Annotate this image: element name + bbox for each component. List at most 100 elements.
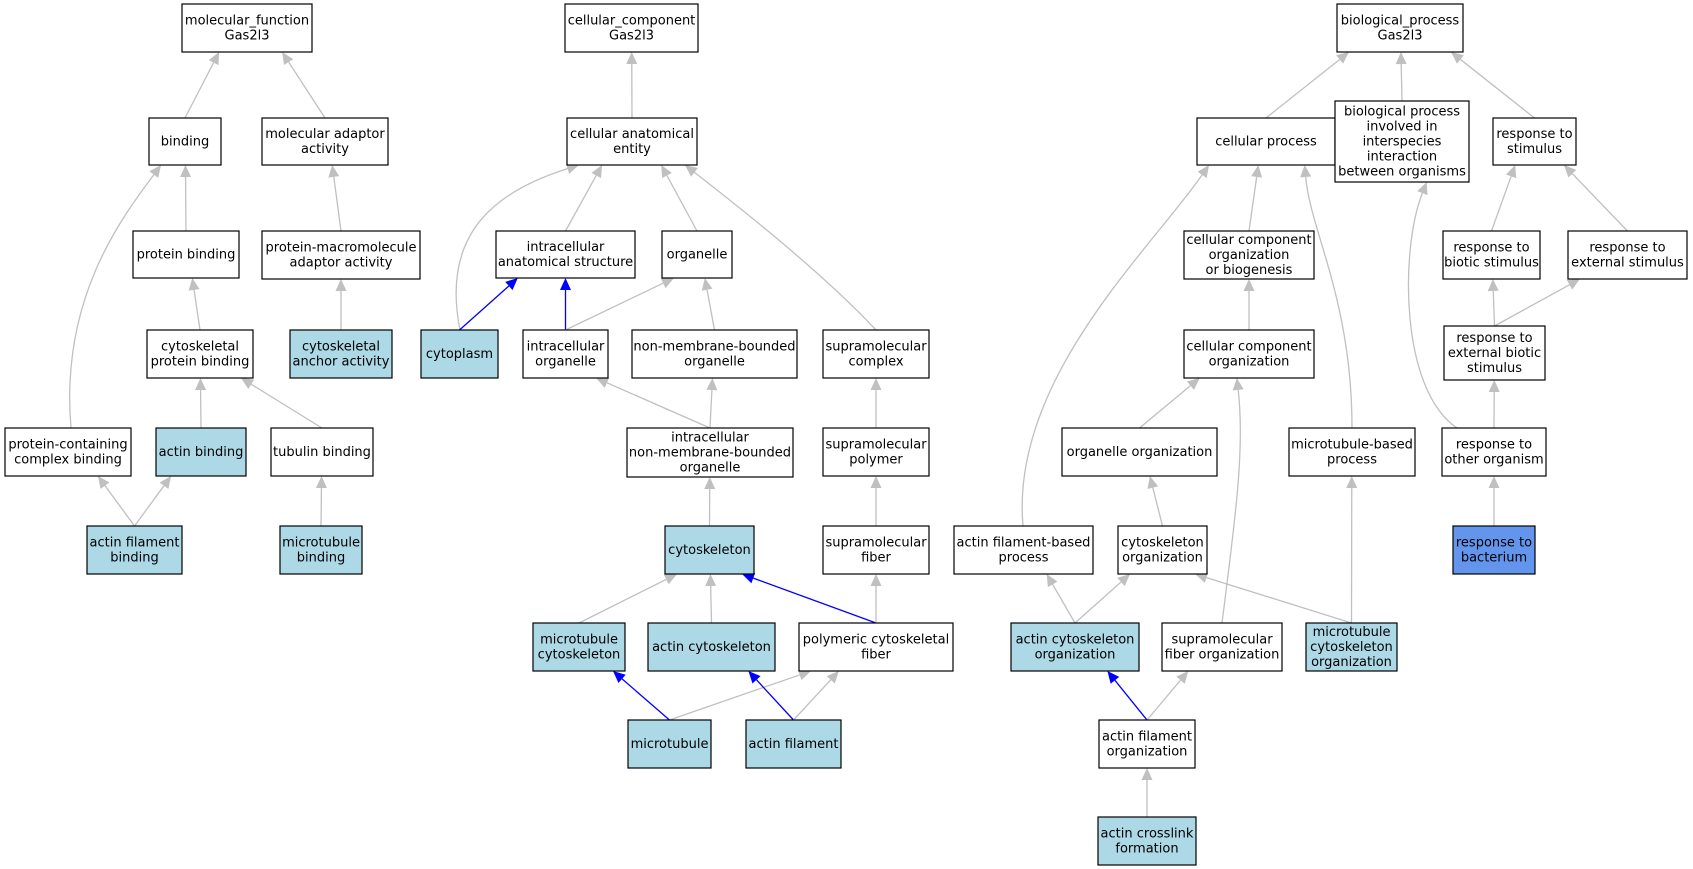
edge-arrowhead bbox=[1195, 572, 1209, 583]
edge-line bbox=[1221, 389, 1242, 624]
node-box bbox=[279, 525, 363, 575]
node-organelle-org[interactable]: organelle organization bbox=[1061, 427, 1218, 477]
edge-arrowhead bbox=[1505, 165, 1517, 179]
edge-line bbox=[706, 289, 716, 331]
node-organelle[interactable]: organelle bbox=[661, 230, 733, 279]
edge-resp_other_org-to-resp_ext_biotic bbox=[1488, 380, 1500, 429]
edge-line bbox=[666, 175, 698, 232]
node-label: Gas2l3 bbox=[1378, 29, 1423, 44]
node-inmb-org[interactable]: intracellularnon-membrane-boundedorganel… bbox=[626, 427, 794, 478]
edge-microtubule-to-mt_cytoskeleton bbox=[613, 671, 670, 721]
edge-supra_complex-to-cae bbox=[685, 165, 877, 331]
edge-line bbox=[250, 383, 323, 429]
edge-afb_process-to-cell_process bbox=[1021, 165, 1209, 527]
edge-arrowhead bbox=[596, 377, 610, 388]
edge-resp_bacterium-to-resp_other_org bbox=[1488, 476, 1500, 526]
node-cytoplasm[interactable]: cytoplasm bbox=[420, 329, 499, 379]
edge-poly_fiber-to-supra_fiber bbox=[870, 574, 882, 623]
node-label: actin cytoskeleton bbox=[1016, 633, 1135, 648]
edge-arrowhead bbox=[1564, 165, 1577, 178]
node-label: organization bbox=[1209, 248, 1290, 263]
edge-arrowhead bbox=[1176, 671, 1189, 684]
edge-resp_other_org-to-bp_interspecies bbox=[1407, 182, 1458, 429]
node-label: organization bbox=[1122, 551, 1203, 566]
node-cytoskeleton[interactable]: cytoskeleton bbox=[664, 525, 755, 575]
node-label: microtubule bbox=[1313, 625, 1391, 640]
node-label: protein binding bbox=[137, 248, 236, 263]
edge-af_org-to-actin_cyto_org bbox=[1107, 671, 1148, 721]
edge-actin_filament_binding-to-actin_binding bbox=[133, 476, 172, 527]
node-label: actin filament bbox=[1102, 730, 1192, 745]
node-binding[interactable]: binding bbox=[148, 117, 222, 166]
node-label: actin cytoskeleton bbox=[652, 640, 771, 655]
node-box bbox=[1336, 3, 1464, 53]
edge-cytoskeleton_org-to-organelle_org bbox=[1147, 476, 1164, 527]
edge-arrowhead bbox=[241, 378, 255, 389]
node-actin-filament[interactable]: actin filament bbox=[745, 719, 842, 769]
edge-line bbox=[694, 171, 877, 331]
node-actin-binding[interactable]: actin binding bbox=[155, 427, 247, 477]
edge-cytoskeletal_pb-to-protein_binding bbox=[188, 278, 201, 331]
node-label: biological_process bbox=[1341, 14, 1460, 29]
node-label: biological process bbox=[1344, 105, 1460, 120]
node-label: activity bbox=[301, 142, 349, 157]
node-label: cellular anatomical bbox=[570, 127, 694, 142]
node-cell-process[interactable]: cellular process bbox=[1196, 117, 1336, 166]
edge-resp_ext_biotic-to-resp_external bbox=[1494, 279, 1580, 327]
node-box bbox=[822, 329, 930, 379]
node-label: protein-macromolecule bbox=[266, 241, 417, 256]
node-label: supramolecular bbox=[825, 340, 927, 355]
node-label: organization bbox=[1209, 355, 1290, 370]
edge-mt_cyto_org-to-mt_process bbox=[1346, 476, 1358, 624]
edge-arrowhead bbox=[705, 574, 717, 587]
node-tubulin-binding[interactable]: tubulin binding bbox=[270, 427, 374, 477]
edge-microtubule_binding-to-tubulin_binding bbox=[315, 476, 327, 527]
edge-line bbox=[621, 678, 670, 721]
node-label: cytoskeleton bbox=[668, 543, 751, 558]
node-label: anchor activity bbox=[293, 355, 390, 370]
node-label: Gas2l3 bbox=[225, 29, 270, 44]
node-microtubule[interactable]: microtubule bbox=[627, 719, 712, 769]
edge-line bbox=[1139, 385, 1191, 429]
node-actin-cytoskeleton[interactable]: actin cytoskeleton bbox=[647, 622, 776, 672]
node-protein-binding[interactable]: protein binding bbox=[132, 230, 240, 279]
edge-line bbox=[1152, 487, 1164, 527]
edge-pc_complex_binding-to-binding bbox=[69, 165, 161, 429]
